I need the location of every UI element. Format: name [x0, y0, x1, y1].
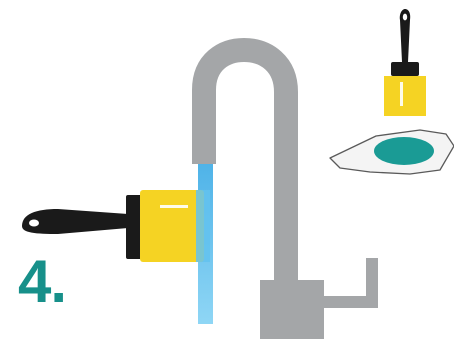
step-number: 4.: [18, 252, 66, 312]
paint-stain-icon: [374, 137, 434, 165]
paintbrush-icon: [384, 9, 426, 116]
faucet-icon: [192, 50, 378, 339]
